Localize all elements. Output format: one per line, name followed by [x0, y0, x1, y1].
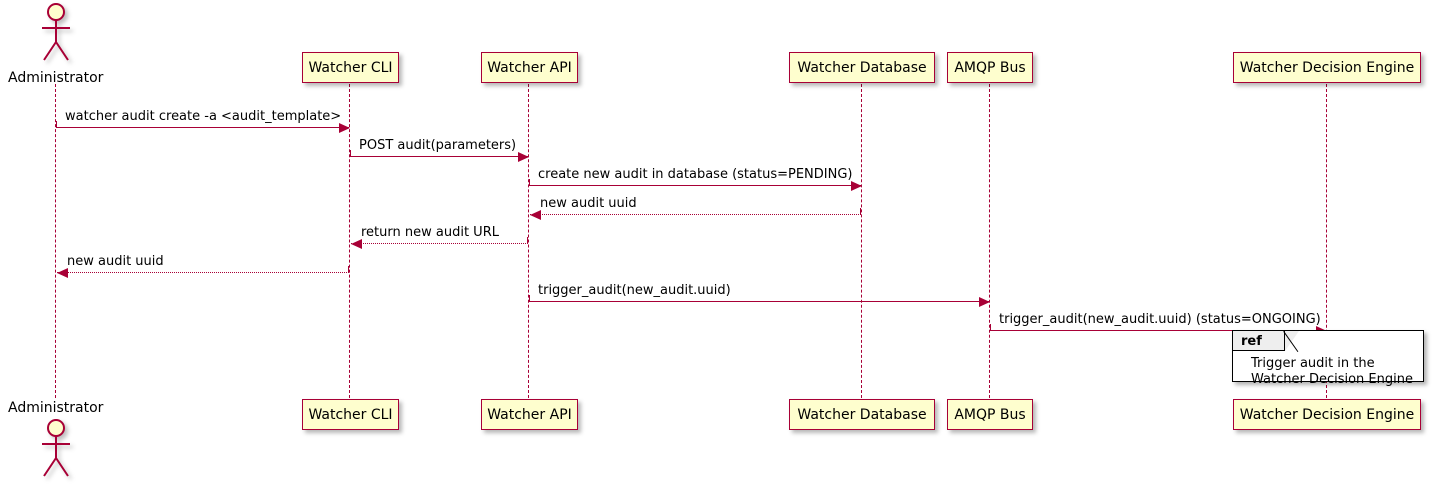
message-label-7: trigger_audit(new_audit.uuid) (status=ON…	[999, 312, 1321, 327]
lifeline-amqp	[989, 84, 991, 398]
participant-db-bottom[interactable]: Watcher Database	[789, 399, 935, 430]
message-stub-4	[527, 237, 529, 244]
actor-label-administrator-bottom: Administrator	[8, 400, 104, 416]
participant-cli-top[interactable]: Watcher CLI	[302, 52, 399, 83]
message-label-6: trigger_audit(new_audit.uuid)	[538, 283, 731, 298]
message-line-6	[530, 301, 989, 302]
message-line-7	[991, 330, 1326, 331]
participant-api-top[interactable]: Watcher API	[481, 52, 578, 83]
message-line-4	[351, 243, 528, 244]
participant-db-top[interactable]: Watcher Database	[789, 52, 935, 83]
message-label-2: create new audit in database (status=PEN…	[538, 167, 853, 182]
message-label-1: POST audit(parameters)	[359, 138, 517, 153]
fragment-text-line-1: Watcher Decision Engine	[1251, 372, 1413, 387]
message-label-5: new audit uuid	[67, 254, 164, 269]
fragment-text-line-0: Trigger audit in the	[1251, 356, 1375, 371]
lifeline-engine	[1326, 84, 1328, 398]
participant-amqp-top[interactable]: AMQP Bus	[947, 52, 1033, 83]
message-label-4: return new audit URL	[361, 225, 499, 240]
message-arrowhead-4	[351, 238, 362, 249]
participant-cli-bottom[interactable]: Watcher CLI	[302, 399, 399, 430]
participant-amqp-bottom[interactable]: AMQP Bus	[947, 399, 1033, 430]
lifeline-cli	[349, 84, 351, 398]
message-arrowhead-6	[979, 296, 990, 307]
message-stub-5	[348, 266, 350, 273]
message-arrowhead-3	[530, 209, 541, 220]
message-stub-6	[529, 295, 531, 302]
fragment-tab-label-ref-trigger-audit: ref	[1241, 334, 1262, 349]
lifeline-db	[861, 84, 863, 398]
actor-label-administrator-top: Administrator	[8, 70, 104, 86]
message-label-3: new audit uuid	[540, 196, 637, 211]
actor-administrator-bottom	[36, 418, 76, 480]
message-stub-7	[990, 324, 992, 331]
message-stub-3	[860, 208, 862, 215]
message-arrowhead-1	[518, 151, 529, 162]
lifeline-administrator	[55, 84, 57, 398]
actor-administrator-top	[36, 2, 76, 64]
message-line-5	[57, 272, 349, 273]
message-arrowhead-5	[57, 267, 68, 278]
message-stub-0	[56, 121, 58, 128]
message-label-0: watcher audit create -a <audit_template>	[65, 109, 342, 124]
message-line-2	[530, 185, 861, 186]
message-stub-2	[529, 179, 531, 186]
message-line-1	[351, 156, 528, 157]
message-stub-1	[350, 150, 352, 157]
participant-engine-top[interactable]: Watcher Decision Engine	[1233, 52, 1421, 83]
participant-api-bottom[interactable]: Watcher API	[481, 399, 578, 430]
message-arrowhead-0	[339, 122, 350, 133]
fragment-tab-notch-ref-trigger-audit	[1285, 331, 1299, 351]
lifeline-api	[528, 84, 530, 398]
participant-engine-bottom[interactable]: Watcher Decision Engine	[1233, 399, 1421, 430]
message-arrowhead-2	[851, 180, 862, 191]
message-line-3	[530, 214, 861, 215]
fragment-tab-ref-trigger-audit: ref	[1233, 331, 1285, 351]
message-line-0	[57, 127, 349, 128]
